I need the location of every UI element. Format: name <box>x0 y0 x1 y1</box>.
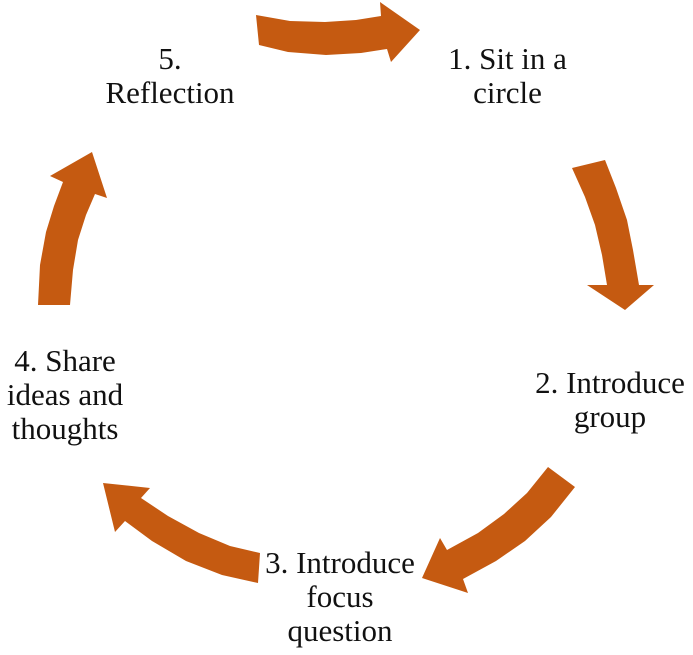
step-2-label: 2. Introduce group <box>515 366 693 434</box>
step-1-label: 1. Sit in a circle <box>420 42 595 110</box>
step-2-line-1: 2. Introduce <box>535 365 685 400</box>
arrow-5-to-1 <box>256 2 420 62</box>
step-3-line-3: question <box>287 613 393 648</box>
step-3-line-2: focus <box>306 579 374 614</box>
step-4-line-1: 4. Share <box>14 343 116 378</box>
step-4-line-2: ideas and <box>6 377 124 412</box>
step-5-line-1: 5. <box>158 41 182 76</box>
step-5-line-2: Reflection <box>105 75 235 110</box>
step-3-line-1: 3. Introduce <box>265 545 415 580</box>
arrow-2-to-3 <box>422 467 575 593</box>
step-5-label: 5. Reflection <box>85 42 255 110</box>
step-1-line-2: circle <box>473 75 542 110</box>
arrow-1-to-2 <box>572 160 654 310</box>
step-2-line-2: group <box>573 399 647 434</box>
step-3-label: 3. Introduce focus question <box>250 546 430 648</box>
arrow-3-to-4 <box>103 483 260 583</box>
step-4-line-3: thoughts <box>11 411 119 446</box>
arrow-4-to-5 <box>38 152 107 305</box>
step-1-line-1: 1. Sit in a <box>448 41 567 76</box>
step-4-label: 4. Share ideas and thoughts <box>0 344 140 446</box>
